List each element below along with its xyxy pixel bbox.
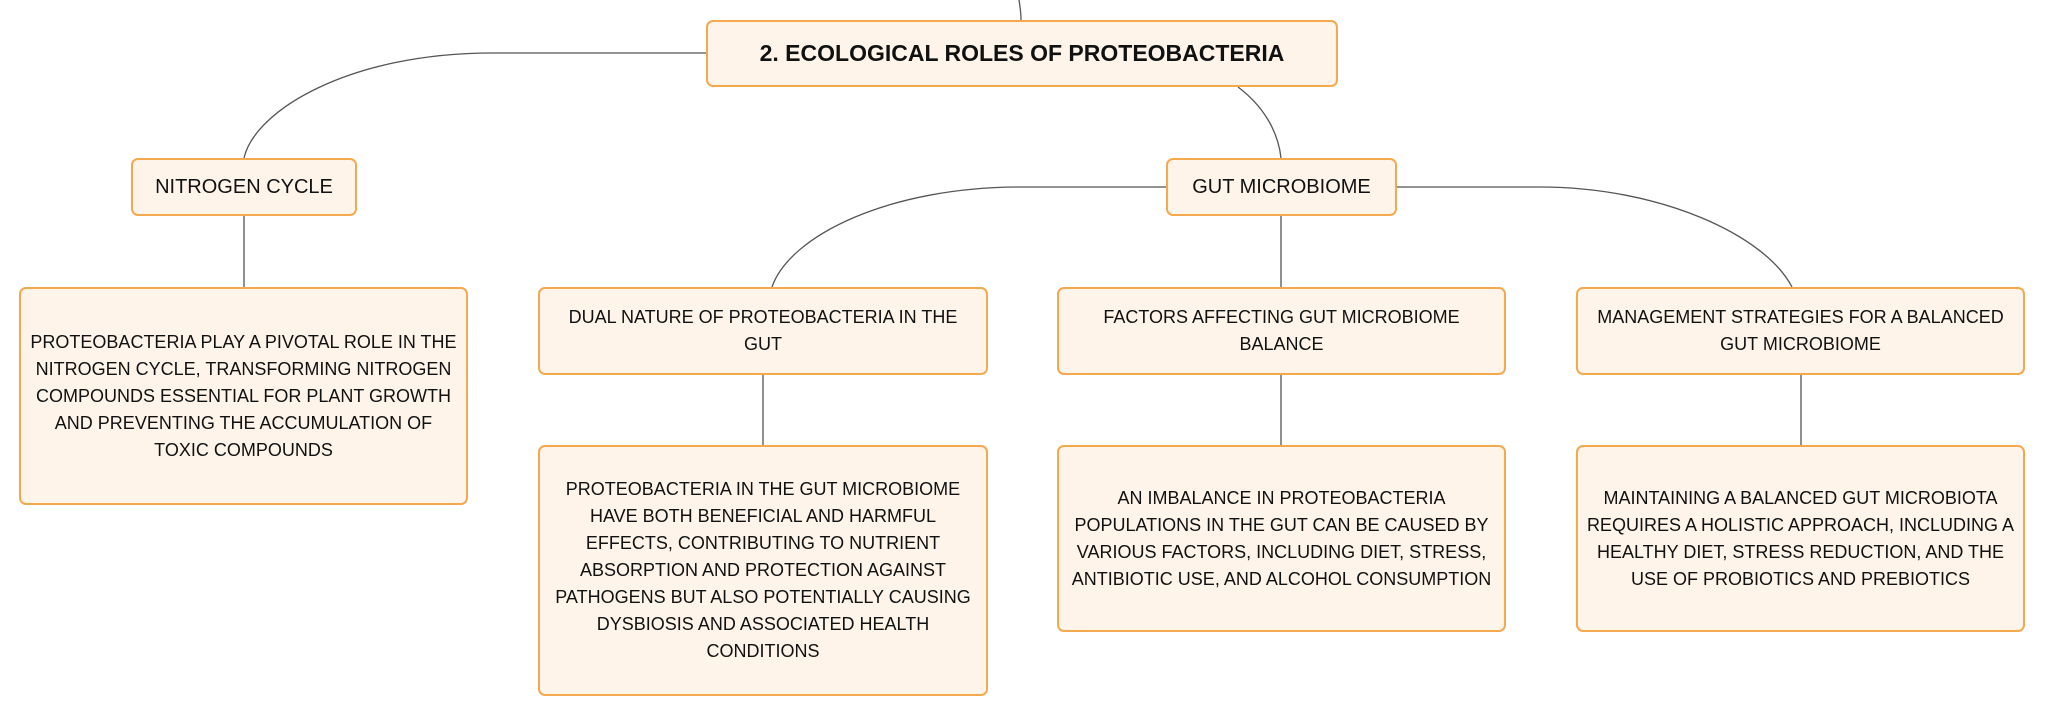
connector-root-to-nitrogen-cycle [243,52,706,159]
topic-gut-microbiome-label: GUT MICROBIOME [1192,175,1371,198]
subtopic-factors-balance[interactable]: FACTORS AFFECTING GUT MICROBIOME BALANCE [1057,287,1506,375]
subtopic-management-strategies[interactable]: MANAGEMENT STRATEGIES FOR A BALANCED GUT… [1576,287,2025,375]
subtopic-dual-nature-label: DUAL NATURE OF PROTEOBACTERIA IN THE GUT [568,307,958,354]
topic-nitrogen-cycle-label: NITROGEN CYCLE [155,175,333,198]
detail-management-strategies[interactable]: MAINTAINING A BALANCED GUT MICROBIOTA RE… [1576,445,2025,632]
topic-nitrogen-cycle[interactable]: NITROGEN CYCLE [131,158,357,216]
detail-management-strategies-text: MAINTAINING A BALANCED GUT MICROBIOTA RE… [1586,487,2015,589]
subtopic-factors-balance-label: FACTORS AFFECTING GUT MICROBIOME BALANCE [1103,307,1460,354]
subtopic-management-strategies-label: MANAGEMENT STRATEGIES FOR A BALANCED GUT… [1597,307,2004,354]
detail-dual-nature[interactable]: PROTEOBACTERIA IN THE GUT MICROBIOME HAV… [538,445,988,696]
detail-nitrogen-cycle-text: PROTEOBACTERIA PLAY A PIVOTAL ROLE IN TH… [30,331,457,460]
connector-gut-to-dual-nature [771,186,1166,288]
connector-parent-to-root [1018,0,1022,21]
topic-gut-microbiome[interactable]: GUT MICROBIOME [1166,158,1397,216]
detail-dual-nature-text: PROTEOBACTERIA IN THE GUT MICROBIOME HAV… [555,479,971,661]
subtopic-dual-nature[interactable]: DUAL NATURE OF PROTEOBACTERIA IN THE GUT [538,287,988,375]
connector-gut-to-management [1397,186,1793,288]
detail-factors-balance-text: AN IMBALANCE IN PROTEOBACTERIA POPULATIO… [1071,487,1492,589]
detail-factors-balance[interactable]: AN IMBALANCE IN PROTEOBACTERIA POPULATIO… [1057,445,1506,632]
connector-root-to-gut-microbiome [1237,86,1282,159]
detail-nitrogen-cycle[interactable]: PROTEOBACTERIA PLAY A PIVOTAL ROLE IN TH… [19,287,468,505]
root-topic[interactable]: 2. ECOLOGICAL ROLES OF PROTEOBACTERIA [706,20,1338,87]
root-topic-label: 2. ECOLOGICAL ROLES OF PROTEOBACTERIA [759,40,1285,66]
